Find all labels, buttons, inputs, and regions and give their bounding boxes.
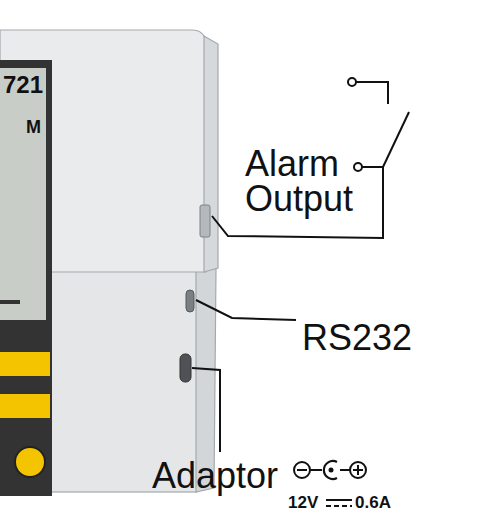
dc-symbol	[326, 499, 352, 501]
lcd-screen	[0, 68, 46, 320]
barrel-pin	[329, 468, 334, 473]
port-label: Alarm Output	[245, 146, 375, 217]
voltage-rating: 12V	[288, 494, 318, 513]
yellow-stripe	[0, 352, 50, 376]
negative-terminal	[294, 462, 310, 478]
dc-symbol	[326, 505, 352, 507]
switch-blade	[383, 112, 409, 167]
adaptor-port	[180, 354, 191, 382]
switch-wire	[356, 82, 388, 104]
minus-sign	[297, 469, 307, 471]
display-unit: M	[26, 118, 41, 138]
switch-terminal	[348, 78, 356, 86]
yellow-stripe	[0, 394, 50, 418]
barrel-symbol	[324, 461, 337, 479]
display-bezel	[0, 60, 52, 496]
switch-wire	[362, 166, 383, 168]
lcd-segment	[0, 300, 20, 304]
logo-badge	[15, 447, 45, 477]
leader-line	[192, 368, 220, 452]
current-rating: 0.6A	[355, 494, 391, 513]
alarm-port	[200, 205, 210, 237]
rs232-port	[186, 290, 194, 312]
polarity-wire	[340, 469, 350, 471]
display-digits: 721	[3, 72, 43, 98]
positive-terminal	[350, 462, 366, 478]
polarity-wire	[310, 469, 322, 471]
leader-line	[196, 300, 296, 320]
plus-sign	[357, 465, 359, 475]
port-label: Adaptor	[152, 456, 278, 496]
switch-terminal	[354, 163, 362, 171]
port-label: RS232	[302, 318, 412, 358]
